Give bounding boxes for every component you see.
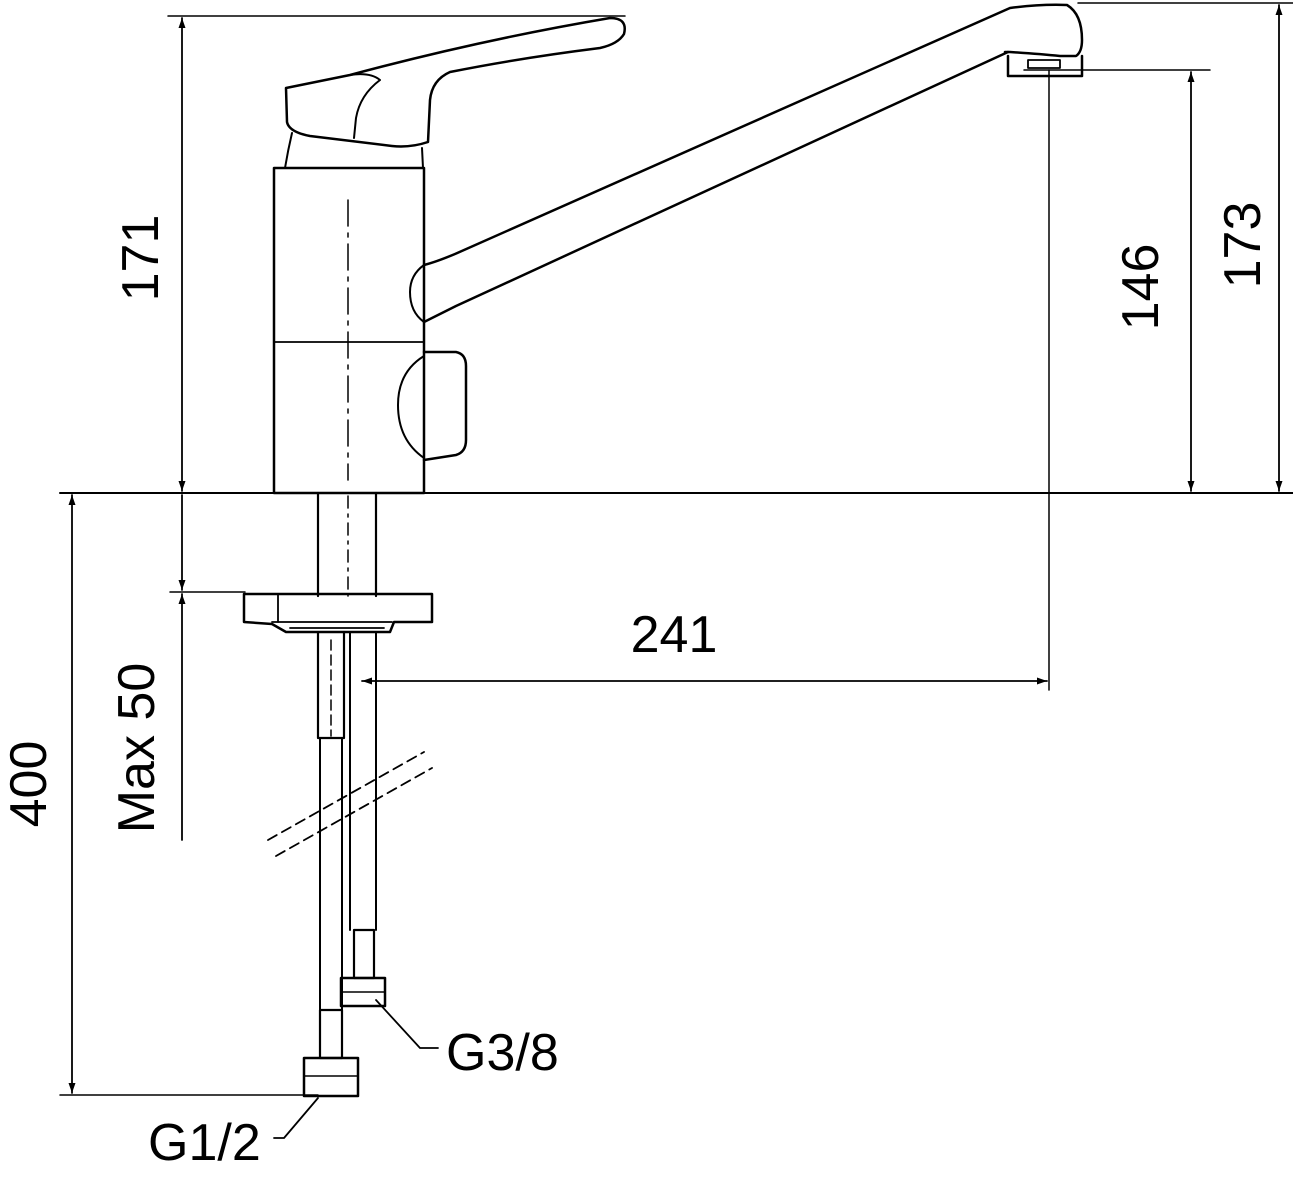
break-line-2 bbox=[275, 767, 433, 857]
aerator bbox=[1006, 54, 1084, 78]
inlet-hose-upper bbox=[316, 630, 346, 740]
faucet-body bbox=[272, 166, 426, 495]
reference-lines bbox=[59, 2, 1293, 1096]
label-g12: G1/2 bbox=[148, 1114, 261, 1172]
faucet bbox=[242, 3, 1084, 1139]
dim-label-241: 241 bbox=[631, 606, 718, 664]
leader-g12 bbox=[273, 1097, 319, 1139]
spout-base-curve bbox=[409, 264, 425, 323]
inlet-hose-lower bbox=[319, 737, 343, 1011]
side-button bbox=[422, 350, 468, 462]
spout-lower-edge bbox=[422, 50, 1010, 324]
dim-label-max50: Max 50 bbox=[108, 663, 166, 834]
break-line-1 bbox=[267, 751, 425, 841]
outlet-hose bbox=[349, 631, 377, 931]
g12-ferrule bbox=[318, 1008, 344, 1060]
dim-label-171: 171 bbox=[112, 215, 170, 302]
lever-handle bbox=[284, 16, 626, 148]
dimension-lines bbox=[68, 4, 1283, 1094]
mounting-washer bbox=[271, 621, 393, 629]
dim-label-146: 146 bbox=[1112, 244, 1170, 331]
aerator-slot bbox=[1027, 59, 1061, 69]
dim-label-400: 400 bbox=[0, 741, 58, 828]
lever-inner-edge bbox=[349, 73, 381, 139]
g12-nut bbox=[302, 1056, 360, 1098]
mounting-plate bbox=[242, 592, 434, 634]
side-button-bulge bbox=[397, 355, 425, 459]
spout-upper-edge bbox=[422, 3, 1084, 267]
label-g38: G3/8 bbox=[446, 1024, 559, 1082]
leader-g38 bbox=[375, 999, 439, 1049]
g38-ferrule bbox=[352, 928, 376, 980]
dim-label-173: 173 bbox=[1214, 202, 1272, 289]
